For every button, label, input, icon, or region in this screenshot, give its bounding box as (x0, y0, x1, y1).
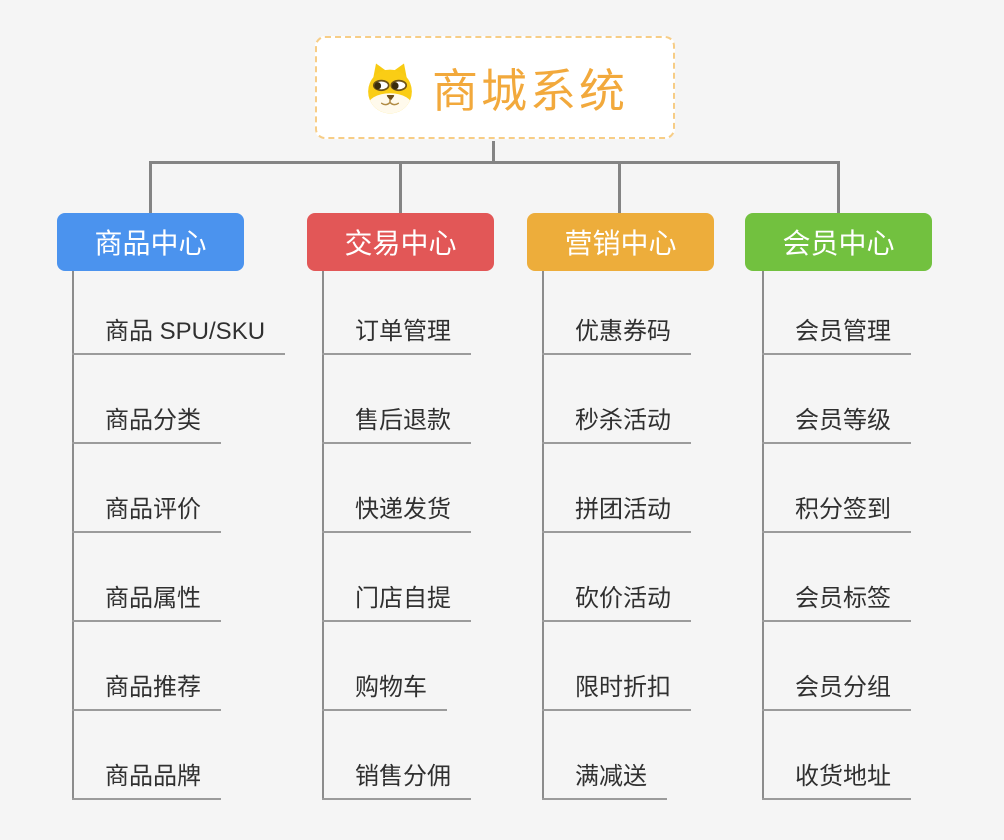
branch-node-trade-center[interactable]: 交易中心 (307, 213, 494, 271)
trunk-product-center (72, 271, 74, 800)
leaf-node[interactable]: 会员等级 (762, 407, 911, 444)
trunk-marketing-center (542, 271, 544, 800)
leaf-node[interactable]: 砍价活动 (542, 585, 691, 622)
leaf-node[interactable]: 满减送 (542, 763, 667, 800)
leaf-node[interactable]: 商品评价 (72, 496, 221, 533)
leaf-node[interactable]: 销售分佣 (322, 763, 471, 800)
leaf-node[interactable]: 拼团活动 (542, 496, 691, 533)
leaf-node[interactable]: 门店自提 (322, 585, 471, 622)
leaf-node[interactable]: 订单管理 (322, 318, 471, 355)
connector-root-drop (492, 141, 495, 163)
leaf-node[interactable]: 限时折扣 (542, 674, 691, 711)
leaf-node[interactable]: 商品分类 (72, 407, 221, 444)
leaf-node[interactable]: 商品品牌 (72, 763, 221, 800)
branch-label: 商品中心 (94, 228, 207, 259)
branch-node-marketing-center[interactable]: 营销中心 (527, 213, 714, 271)
leaf-node[interactable]: 购物车 (322, 674, 447, 711)
leaf-node[interactable]: 商品 SPU/SKU (72, 318, 286, 355)
doge-face-icon (368, 63, 412, 113)
leaf-node[interactable]: 商品属性 (72, 585, 221, 622)
branch-node-product-center[interactable]: 商品中心 (57, 213, 244, 271)
leaf-node[interactable]: 积分签到 (762, 496, 911, 533)
leaf-node[interactable]: 收货地址 (762, 763, 911, 800)
leaf-node[interactable]: 会员管理 (762, 318, 911, 355)
leaf-node[interactable]: 优惠券码 (542, 318, 691, 355)
leaf-node[interactable]: 售后退款 (322, 407, 471, 444)
leaf-node[interactable]: 秒杀活动 (542, 407, 691, 444)
connector-drop-product-center (149, 161, 152, 213)
root-title: 商城系统 (432, 64, 628, 117)
leaf-node[interactable]: 快递发货 (322, 496, 471, 533)
leaf-node[interactable]: 会员标签 (762, 585, 911, 622)
leaf-node[interactable]: 会员分组 (762, 674, 911, 711)
trunk-trade-center (322, 271, 324, 800)
branch-node-member-center[interactable]: 会员中心 (745, 213, 932, 271)
trunk-member-center (762, 271, 764, 800)
root-node[interactable]: 商城系统 (315, 36, 675, 139)
branch-label: 营销中心 (564, 228, 677, 259)
branch-label: 交易中心 (344, 228, 457, 259)
connector-drop-trade-center (399, 161, 402, 213)
branch-label: 会员中心 (782, 228, 895, 259)
connector-drop-member-center (837, 161, 840, 213)
connector-drop-marketing-center (618, 161, 621, 213)
leaf-node[interactable]: 商品推荐 (72, 674, 221, 711)
connector-bus (149, 161, 840, 164)
